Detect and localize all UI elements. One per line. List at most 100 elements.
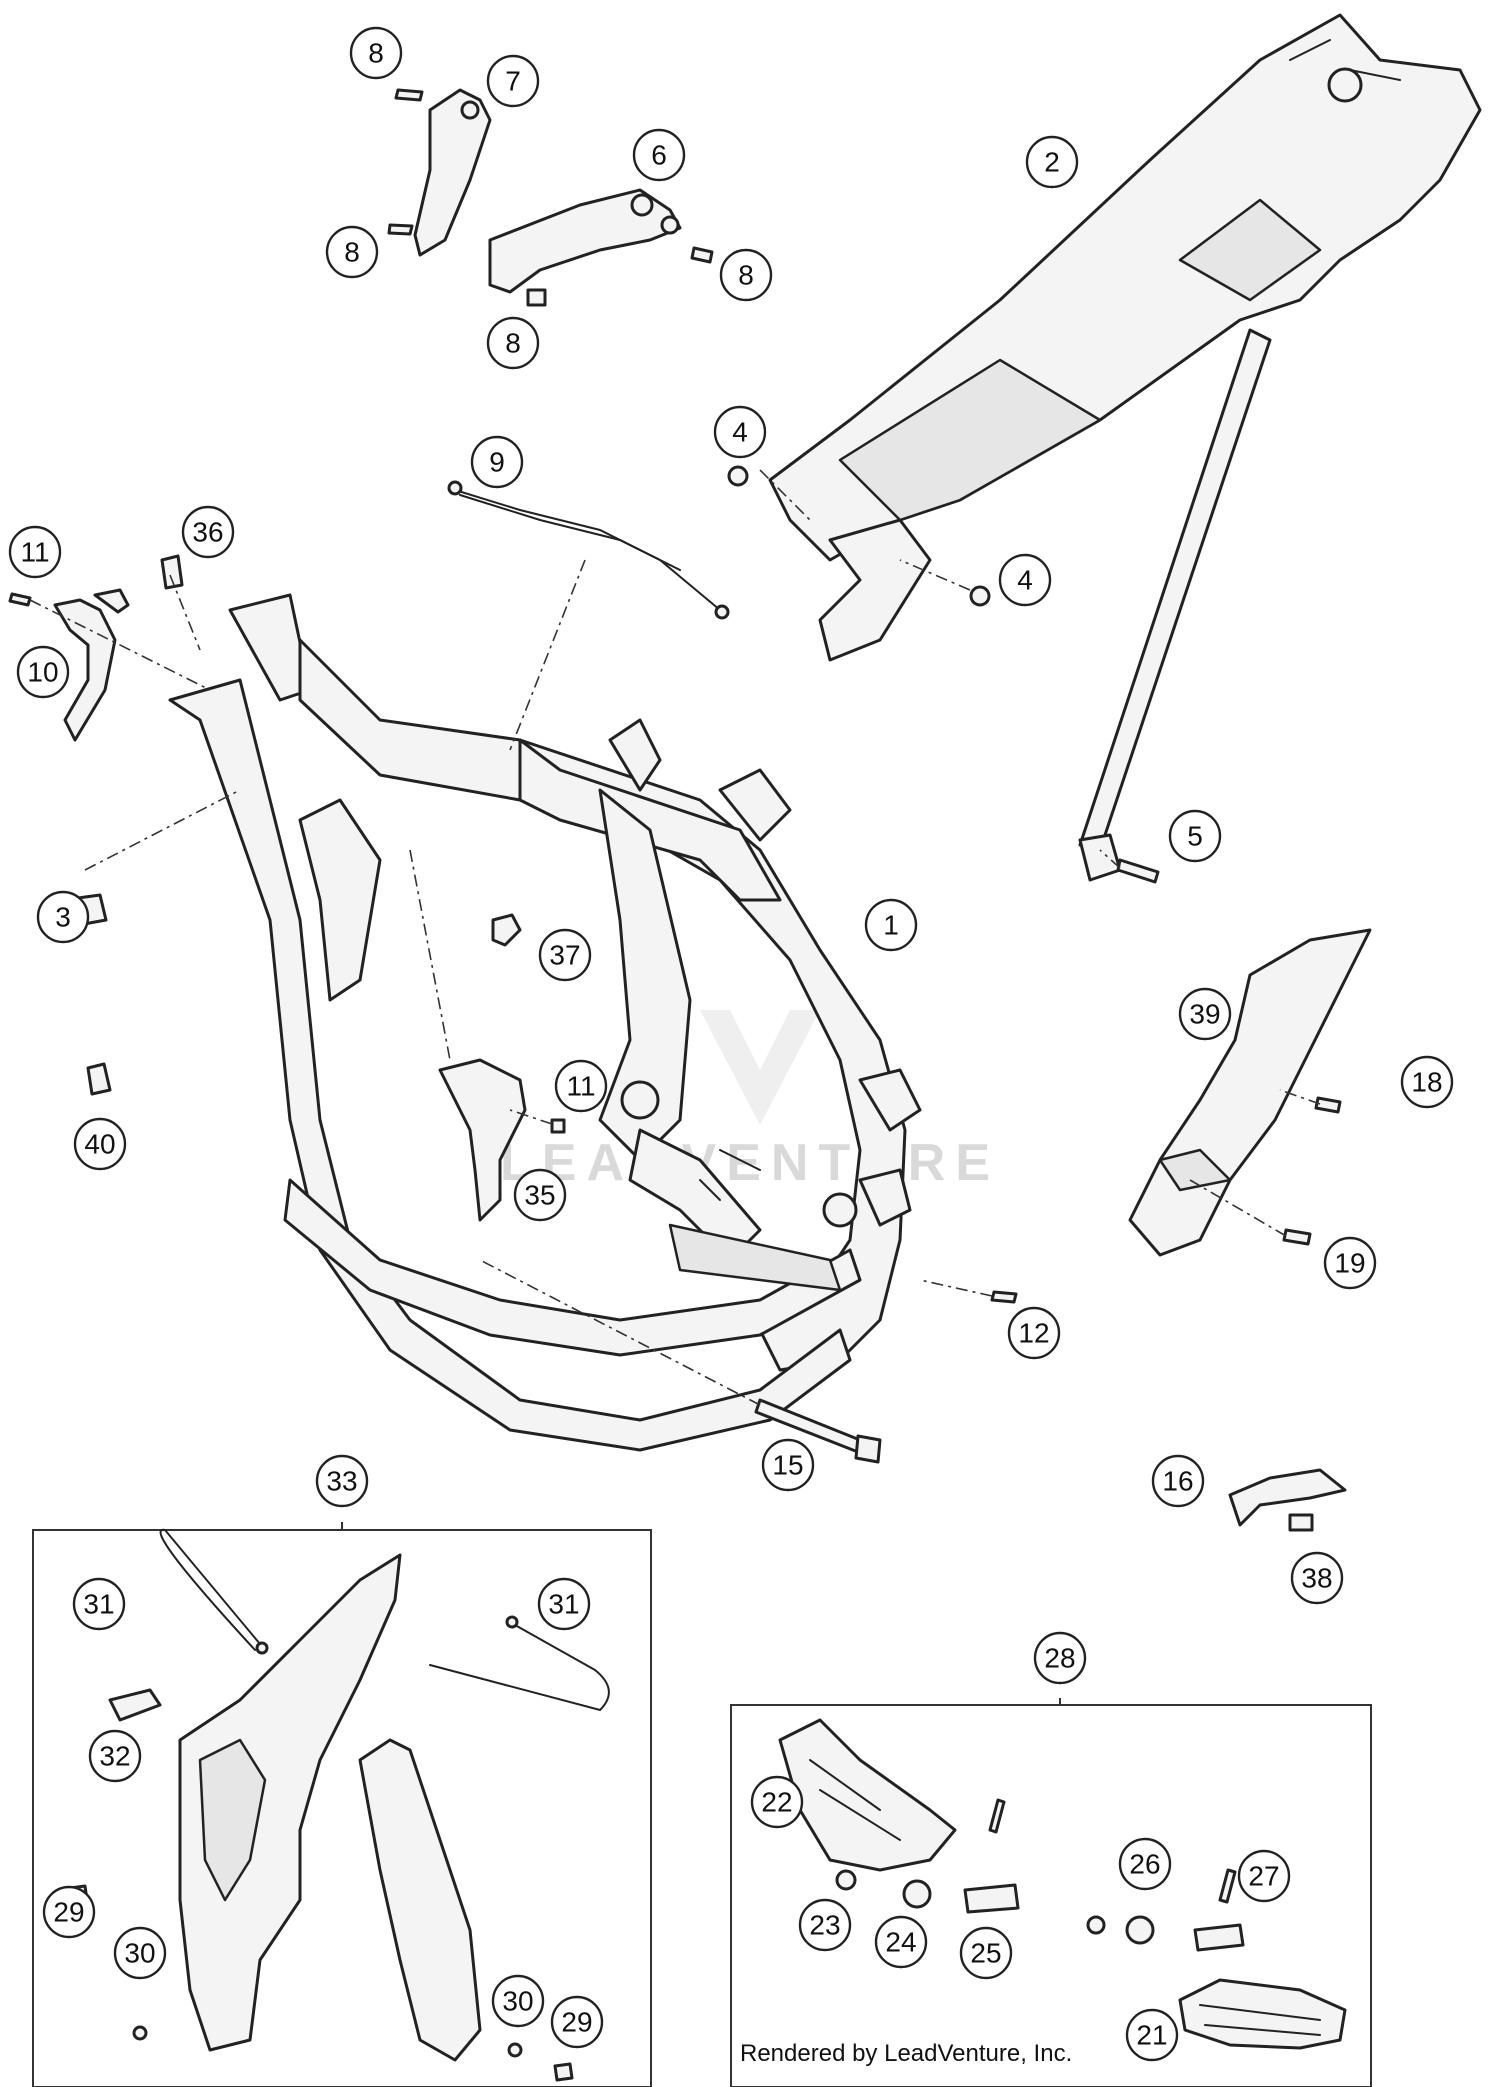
callout-8b[interactable]: 8 [325, 225, 379, 279]
callout-label: 10 [27, 657, 58, 688]
clip-part-37[interactable] [491, 913, 522, 947]
plate-part-16[interactable] [1228, 1468, 1347, 1527]
callout-28[interactable]: 28 [1033, 1631, 1087, 1685]
group-box-28 [730, 1698, 1372, 2087]
screw-part-11b[interactable] [550, 1118, 566, 1134]
callout-31b[interactable]: 31 [537, 1577, 591, 1631]
callout-label: 19 [1334, 1248, 1365, 1279]
cotter-pin-part-27b[interactable] [988, 1798, 1006, 1834]
callout-37[interactable]: 37 [538, 928, 592, 982]
screw-part-12[interactable] [990, 1290, 1018, 1304]
bolt-part-19[interactable] [1282, 1228, 1312, 1246]
callout-26[interactable]: 26 [1118, 1837, 1172, 1891]
callout-8d[interactable]: 8 [486, 316, 540, 370]
callout-39[interactable]: 39 [1178, 987, 1232, 1041]
pin-part-25[interactable] [963, 1883, 1020, 1914]
callout-21[interactable]: 21 [1125, 2008, 1179, 2062]
washer-part-30b[interactable] [507, 2042, 523, 2058]
callout-22[interactable]: 22 [750, 1775, 804, 1829]
clip-part-32[interactable] [108, 1688, 162, 1722]
callout-16[interactable]: 16 [1151, 1454, 1205, 1508]
bolt-part-5[interactable] [1116, 858, 1160, 884]
bolt-part-8-group[interactable] [387, 88, 714, 307]
frame-guard-left[interactable] [178, 1553, 402, 2052]
callout-8c[interactable]: 8 [719, 248, 773, 302]
bolt-part-38[interactable] [1288, 1513, 1314, 1532]
callout-29b[interactable]: 29 [550, 1995, 604, 2049]
spring-part-24[interactable] [902, 1879, 932, 1909]
callout-4a[interactable]: 4 [713, 405, 767, 459]
screw-part-29b[interactable] [553, 2062, 574, 2082]
clip-part-40[interactable] [86, 1062, 112, 1096]
callout-label: 4 [732, 417, 748, 448]
bolt-part-18[interactable] [1314, 1096, 1342, 1114]
callout-3[interactable]: 3 [36, 890, 90, 944]
callout-33[interactable]: 33 [315, 1454, 369, 1508]
guard-part-39[interactable] [1128, 928, 1372, 1257]
callout-label: 37 [549, 940, 580, 971]
callout-12[interactable]: 12 [1007, 1306, 1061, 1360]
callout-4b[interactable]: 4 [998, 553, 1052, 607]
callout-label: 8 [368, 38, 384, 69]
washer-part-23[interactable] [835, 1869, 857, 1891]
callout-label: 31 [83, 1589, 114, 1620]
callout-30b[interactable]: 30 [491, 1974, 545, 2028]
callout-label: 12 [1018, 1318, 1049, 1349]
callout-36[interactable]: 36 [181, 505, 235, 559]
callout-29a[interactable]: 29 [42, 1885, 96, 1939]
wiring-part-9[interactable] [447, 480, 730, 620]
clip-part-36[interactable] [160, 554, 184, 590]
callout-11b[interactable]: 11 [554, 1059, 608, 1113]
callout-2[interactable]: 2 [1025, 135, 1079, 189]
callout-label: 31 [548, 1589, 579, 1620]
footpeg-part-22[interactable] [778, 1718, 957, 1872]
frame-guard-right[interactable] [358, 1738, 482, 2062]
callout-40[interactable]: 40 [73, 1117, 127, 1171]
callout-38[interactable]: 38 [1290, 1551, 1344, 1605]
bracket-part-7[interactable] [413, 88, 492, 257]
callout-8a[interactable]: 8 [349, 26, 403, 80]
callout-label: 39 [1189, 999, 1220, 1030]
bolt-part-4a[interactable] [727, 465, 749, 487]
callout-18[interactable]: 18 [1400, 1055, 1454, 1109]
callout-11a[interactable]: 11 [8, 525, 62, 579]
wire-part-31b[interactable] [429, 1615, 610, 1712]
callout-5[interactable]: 5 [1168, 809, 1222, 863]
pin-part-25b[interactable] [1193, 1923, 1245, 1952]
callout-label: 4 [1017, 565, 1033, 596]
callout-label: 29 [53, 1897, 84, 1928]
bolt-part-4b[interactable] [969, 585, 991, 607]
callout-6[interactable]: 6 [632, 128, 686, 182]
frame-part-1[interactable] [168, 593, 922, 1452]
callout-31a[interactable]: 31 [72, 1577, 126, 1631]
bracket-part-35[interactable] [438, 1058, 527, 1222]
subframe-part-2[interactable] [768, 13, 1482, 882]
wire-part-31a[interactable] [159, 1528, 269, 1655]
callout-23[interactable]: 23 [798, 1898, 852, 1952]
spring-part-26[interactable] [1086, 1915, 1155, 1945]
bracket-part-6[interactable] [488, 188, 682, 294]
callout-1[interactable]: 1 [864, 898, 918, 952]
screw-part-11a[interactable] [8, 592, 32, 607]
callout-35[interactable]: 35 [513, 1168, 567, 1222]
group-box-33 [32, 1522, 652, 2087]
callout-25[interactable]: 25 [959, 1926, 1013, 1980]
callout-label: 3 [55, 902, 71, 933]
watermark-logo [700, 1010, 820, 1125]
callout-32[interactable]: 32 [88, 1729, 142, 1783]
pin-part-27[interactable] [1218, 1868, 1237, 1904]
callout-30a[interactable]: 30 [113, 1926, 167, 1980]
washer-part-30a[interactable] [132, 2025, 148, 2041]
callout-24[interactable]: 24 [874, 1915, 928, 1969]
callout-label: 40 [84, 1129, 115, 1160]
callout-9[interactable]: 9 [470, 435, 524, 489]
callout-19[interactable]: 19 [1323, 1236, 1377, 1290]
bolt-part-15[interactable] [754, 1398, 882, 1464]
callout-label: 8 [738, 260, 754, 291]
callout-7[interactable]: 7 [486, 54, 540, 108]
callout-27[interactable]: 27 [1237, 1849, 1291, 1903]
footpeg-part-21[interactable] [1178, 1978, 1347, 2050]
callout-10[interactable]: 10 [16, 645, 70, 699]
callout-15[interactable]: 15 [761, 1438, 815, 1492]
